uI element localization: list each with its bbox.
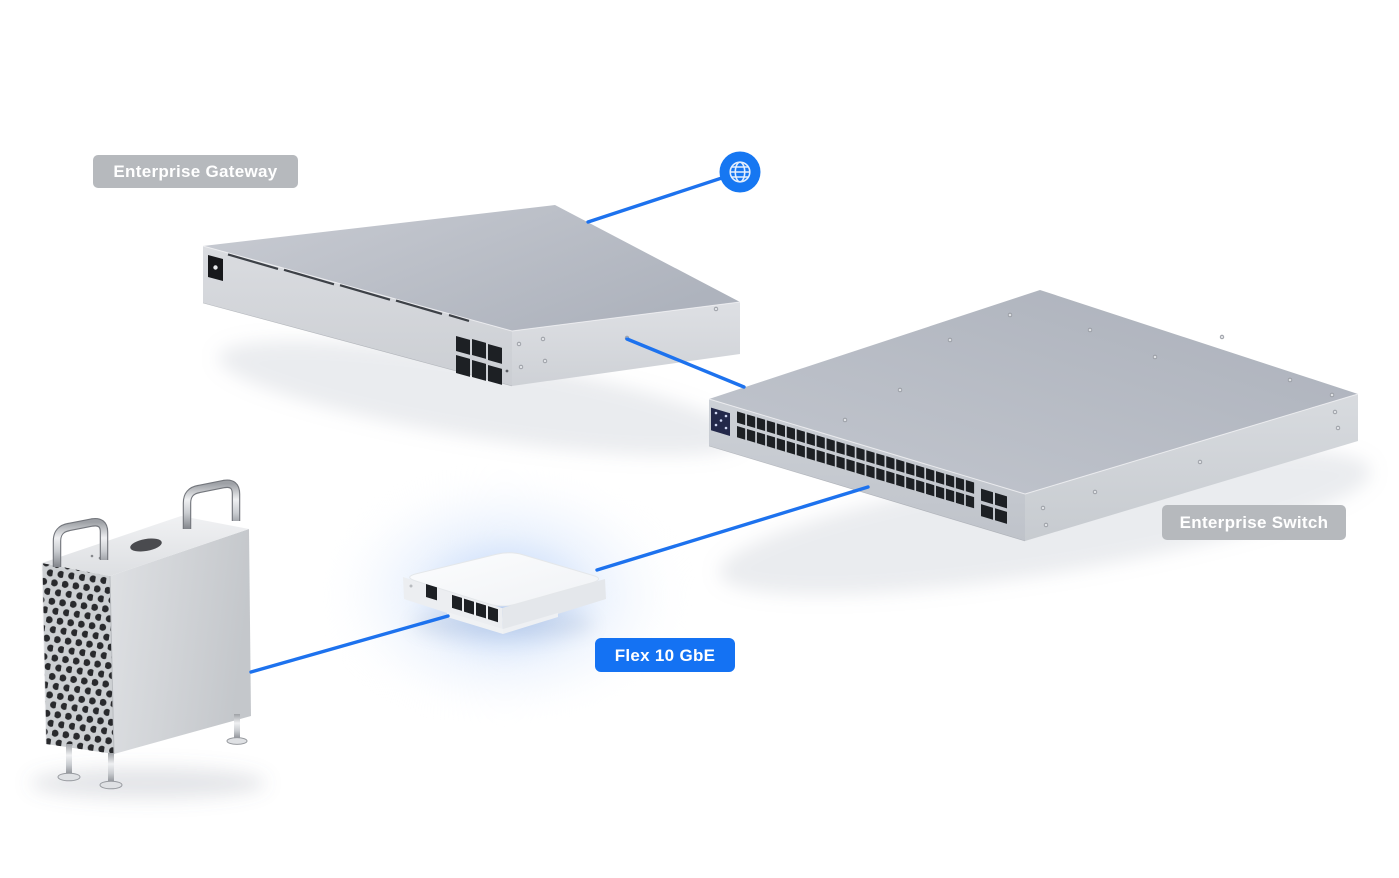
tower-handle-back [182, 479, 241, 529]
link-gateway-switch [625, 337, 746, 389]
switch-screws [842, 312, 1341, 528]
switch-top-face [709, 290, 1358, 494]
tower-honeycomb-grille [42, 563, 114, 754]
flex-ports [426, 584, 498, 623]
enterprise-switch-device [708, 290, 1359, 542]
link-gateway-internet [586, 170, 742, 224]
workstation-tower [41, 479, 251, 790]
switch-label-text: Enterprise Switch [1179, 513, 1329, 532]
link-flex-workstation [249, 614, 450, 674]
enterprise-gateway-device [202, 205, 741, 387]
gateway-power-port [208, 255, 223, 281]
gateway-right-face [512, 302, 740, 386]
switch-display-screen [711, 407, 730, 436]
switch-label-badge: Enterprise Switch [1162, 505, 1346, 540]
gateway-label-badge: Enterprise Gateway [93, 155, 298, 188]
flex-label-badge: Flex 10 GbE [595, 638, 735, 672]
switch-rj45-ports [737, 411, 975, 509]
tower-feet [57, 714, 248, 790]
gateway-vent-slits [227, 253, 470, 322]
flex-status-led [409, 584, 413, 588]
switch-display-dots [714, 411, 728, 430]
gateway-screws [516, 306, 719, 370]
flex-base-strip [447, 612, 503, 634]
gateway-ports [456, 336, 502, 385]
globe-icon [719, 151, 761, 193]
switch-sfp-ports [981, 488, 1007, 524]
link-switch-flex [595, 485, 870, 572]
flex-top-face [409, 552, 600, 607]
switch-right-face [1025, 394, 1358, 541]
tower-top-handle-hole [130, 538, 162, 552]
gateway-label-text: Enterprise Gateway [113, 162, 278, 181]
gateway-top-face [203, 205, 740, 331]
gateway-front-face [203, 246, 512, 386]
flex-label-text: Flex 10 GbE [614, 645, 716, 665]
flex-right-face [502, 579, 606, 631]
flex-base-strip-right [503, 613, 558, 634]
tower-handle-front [52, 517, 109, 567]
topology-links [249, 170, 870, 674]
tower-side-face [110, 529, 251, 754]
flex-10gbe-device [403, 552, 606, 634]
